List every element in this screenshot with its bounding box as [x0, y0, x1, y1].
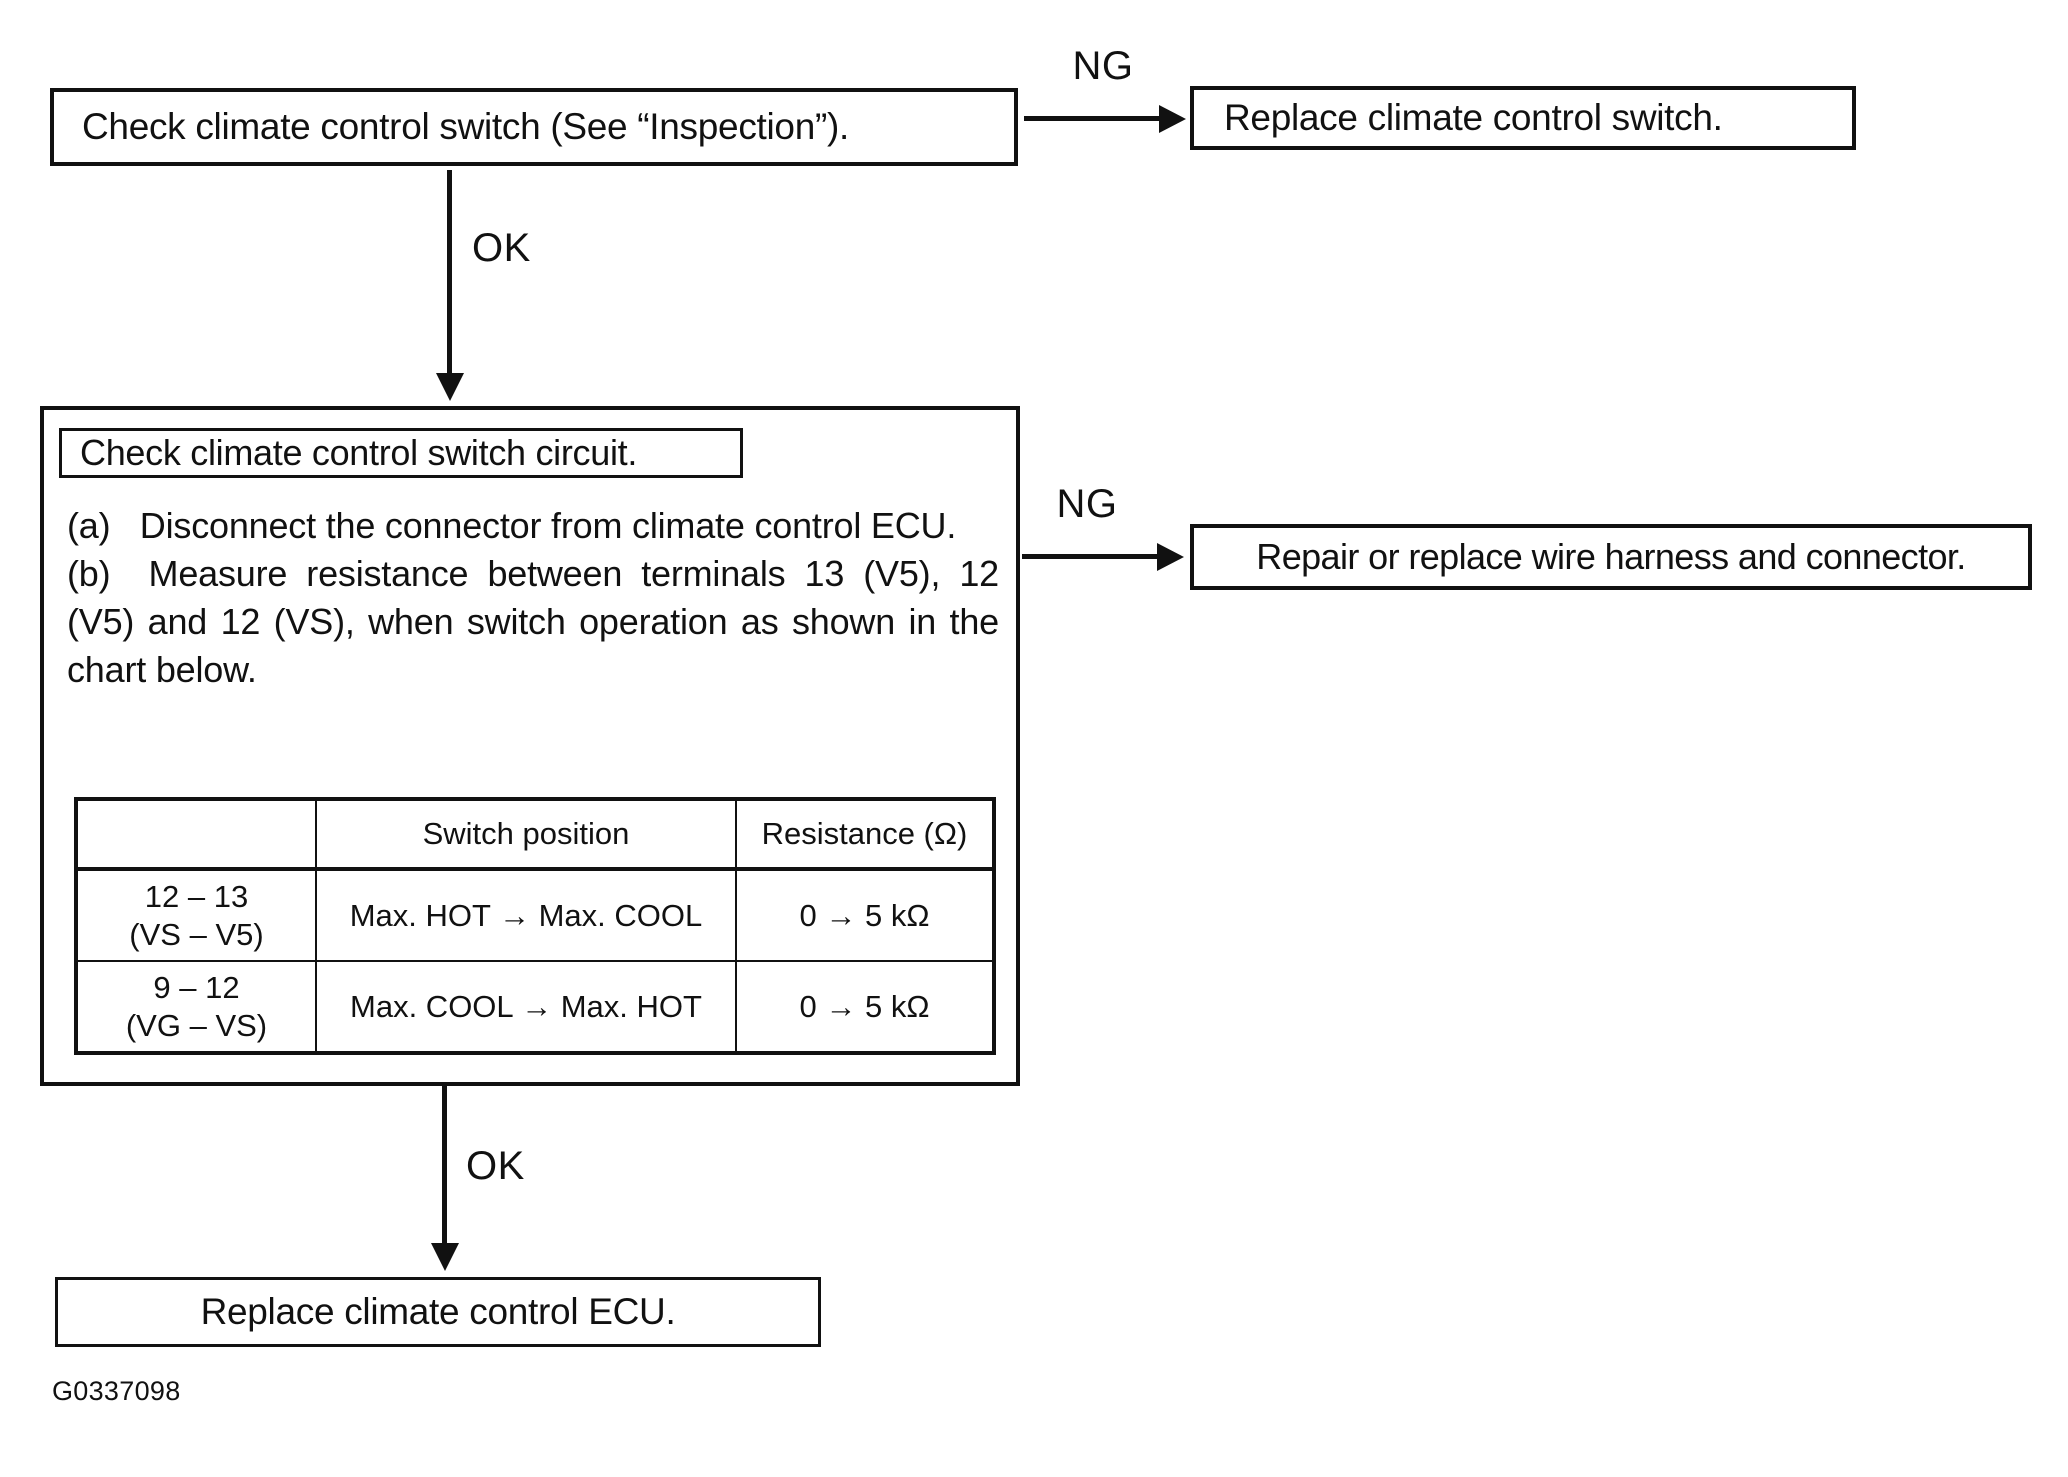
ng-arrow-2-head — [1157, 543, 1184, 571]
node-check-climate-control-switch-label: Check climate control switch (See “Inspe… — [82, 106, 849, 147]
table-row: 12 – 13 (VS – V5) Max. HOT → Max. COOL 0… — [75, 868, 995, 962]
edge-label-ng-1: NG — [1072, 44, 1134, 88]
step-a: (a) Disconnect the connector from climat… — [67, 505, 957, 546]
node-check-circuit: Check climate control switch circuit. (a… — [40, 406, 1020, 1086]
node-check-circuit-title: Check climate control switch circuit. — [80, 432, 638, 473]
node-replace-climate-control-switch: Replace climate control switch. — [1190, 86, 1856, 150]
table-row: 9 – 12 (VG – VS) Max. COOL → Max. HOT 0 … — [75, 960, 995, 1054]
table-header-switch-position: Switch position — [315, 798, 737, 871]
ng-arrow-2-line — [1022, 554, 1160, 559]
node-repair-wire-harness-label: Repair or replace wire harness and conne… — [1256, 536, 1966, 577]
terminals-value: 12 – 13 — [144, 878, 249, 914]
ng-arrow-1-head — [1159, 105, 1186, 133]
ok-arrow-1-line — [447, 170, 452, 375]
cell-switch-position-1: Max. HOT → Max. COOL — [315, 868, 737, 962]
ok-arrow-2-line — [442, 1086, 447, 1244]
table-header-row: Switch position Resistance (Ω) — [75, 798, 995, 871]
edge-label-ok-2: OK — [466, 1144, 525, 1188]
step-b: (b) Measure resistance between terminals… — [67, 553, 1009, 690]
node-repair-wire-harness: Repair or replace wire harness and conne… — [1190, 524, 2032, 590]
cell-terminals-1: 12 – 13 (VS – V5) — [75, 868, 317, 962]
pins-value: (VG – VS) — [125, 1007, 268, 1043]
cell-switch-position-2: Max. COOL → Max. HOT — [315, 960, 737, 1054]
resistance-table: Switch position Resistance (Ω) 12 – 13 (… — [74, 797, 996, 1055]
node-check-circuit-steps: (a) Disconnect the connector from climat… — [67, 502, 999, 694]
terminals-value: 9 – 12 — [153, 969, 240, 1005]
cell-terminals-2: 9 – 12 (VG – VS) — [75, 960, 317, 1054]
pins-value: (VS – V5) — [129, 916, 264, 952]
node-check-climate-control-switch: Check climate control switch (See “Inspe… — [50, 88, 1018, 166]
figure-id: G0337098 — [52, 1376, 181, 1406]
node-replace-climate-control-switch-label: Replace climate control switch. — [1224, 97, 1723, 138]
node-replace-climate-control-ecu: Replace climate control ECU. — [55, 1277, 821, 1347]
cell-resistance-1: 0 → 5 kΩ — [735, 868, 995, 962]
node-replace-climate-control-ecu-label: Replace climate control ECU. — [200, 1291, 676, 1332]
ok-arrow-2-head — [431, 1243, 459, 1271]
edge-label-ok-1: OK — [472, 226, 531, 270]
table-header-resistance: Resistance (Ω) — [735, 798, 995, 871]
node-check-circuit-title-box: Check climate control switch circuit. — [59, 428, 743, 478]
edge-label-ng-2: NG — [1056, 482, 1118, 526]
ng-arrow-1-line — [1024, 116, 1162, 121]
table-header-blank — [75, 798, 317, 871]
cell-resistance-2: 0 → 5 kΩ — [735, 960, 995, 1054]
ok-arrow-1-head — [436, 373, 464, 401]
